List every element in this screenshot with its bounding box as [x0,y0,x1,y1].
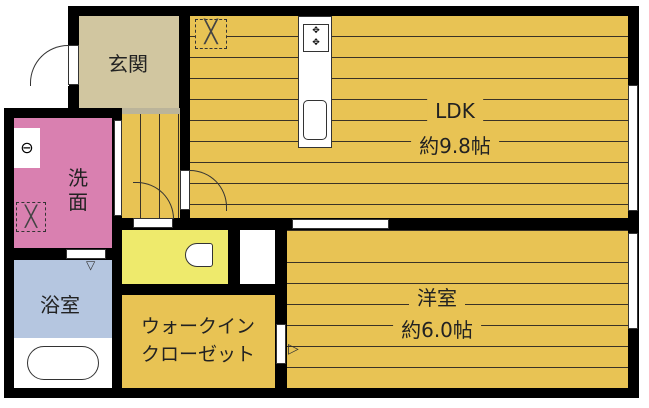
walkin-door[interactable] [276,324,286,364]
ldk-label: LDK [427,99,483,123]
washroom-label: 洗面 [68,166,88,214]
ldk-room [190,16,628,218]
ldk-size: 約9.8帖 [411,134,499,158]
ldk-door-frame [180,170,190,210]
western-door[interactable] [292,219,389,229]
walkin-closet [122,295,275,388]
bathroom-label: 浴室 [40,293,80,317]
walkin-label-1: ウォークイン [140,315,256,338]
door-arrow-icon: ▽ [86,258,96,272]
ldk-window [628,85,638,211]
entrance-room [79,16,179,108]
walkin-label-2: クローゼット [140,343,256,366]
hallway-step [122,108,180,114]
bathroom [14,260,112,338]
entrance-door[interactable] [30,45,69,86]
western-window [628,233,638,329]
ventilation-icon: ╳ [195,19,227,49]
sink-icon [303,100,327,140]
toilet-door-frame [133,218,173,228]
stove-icon: ✥✥ [303,24,329,52]
washbasin-icon: ⊖ [14,128,40,168]
toilet-icon [185,243,213,267]
bathroom-door[interactable] [66,249,106,259]
entrance-door-frame [68,45,79,85]
door-arrow-icon: ▷ [288,341,299,357]
washroom-door[interactable] [114,120,122,216]
western-label: 洋室 [409,286,465,310]
bathtub-icon [27,346,99,380]
western-size: 約6.0帖 [393,318,481,342]
ventilation-icon: ╳ [16,202,46,232]
storage-closet [240,230,275,284]
entrance-label: 玄関 [108,52,148,76]
